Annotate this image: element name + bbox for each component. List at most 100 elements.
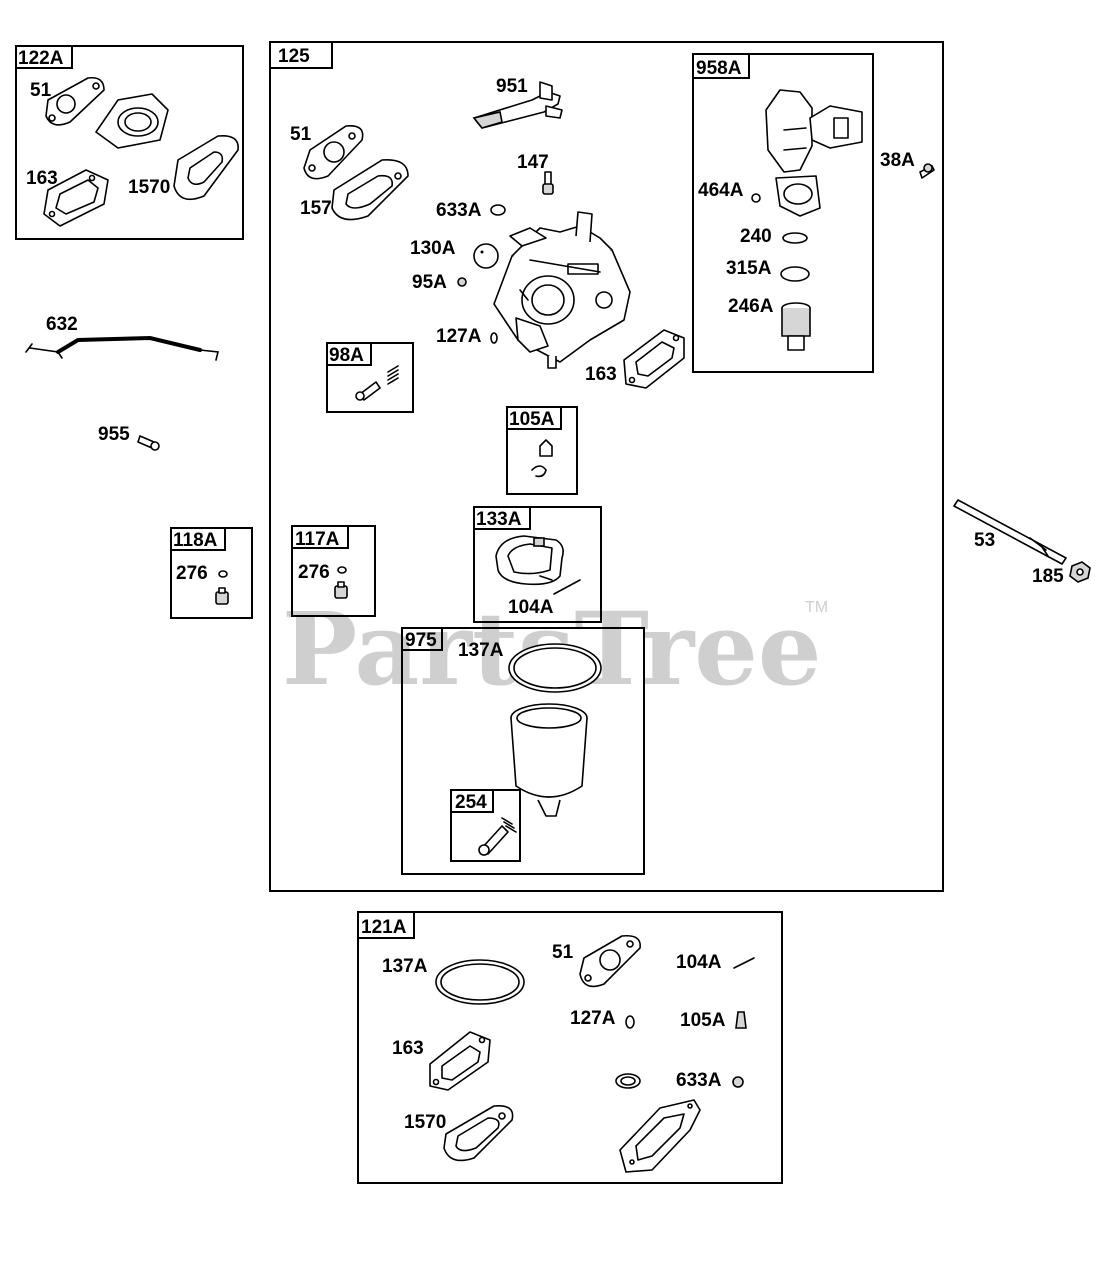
kit-958A[interactable]: 958A 464A 240 315A 246A [692,53,874,373]
oring-315A-part [780,266,810,282]
label-118A-276: 276 [176,563,208,584]
gasket-51-part [45,76,105,126]
throttle-plate-130A-part [473,243,499,269]
label-130A: 130A [410,238,456,259]
solenoid-246A-part [781,302,811,351]
label-185: 185 [1032,566,1064,587]
label-464A: 464A [698,180,744,201]
label-240: 240 [740,226,772,247]
oring-127A-part [490,332,498,344]
gasket-163-part [43,169,109,227]
assembly-125-tag: 125 [278,46,310,67]
gasket-137A-part [508,643,602,693]
jet-b-part [334,581,348,599]
label-121A-633A: 633A [676,1070,722,1091]
carburetor-body-part [493,211,631,369]
screw-955-part [137,435,160,451]
jet-part [215,587,229,605]
kit-118A-tag: 118A [173,530,218,551]
label-121A-137A: 137A [382,956,428,977]
label-1570: 1570 [300,198,342,219]
spring-98A-part [387,365,399,385]
gasket-1570-part [173,134,239,201]
kit-98A[interactable]: 98A [326,342,414,413]
washer-121A-part [615,1073,641,1089]
stud-53-part [953,499,1067,565]
label-246A: 246A [728,296,774,317]
label-315A: 315A [726,258,772,279]
pin-104A-part [553,579,581,595]
screw-38A-part [919,163,935,179]
label-95A: 95A [412,272,447,293]
watermark-trademark: TM [805,599,828,616]
label-137A: 137A [458,640,504,661]
gasket-121A-163-part [429,1031,491,1091]
gasket-1570b-part [331,159,409,221]
gasket-51b-part [303,124,364,180]
screw-254-part [478,817,517,856]
label-122A-163: 163 [26,168,58,189]
label-121A-51: 51 [552,942,574,963]
washer-240-part [782,232,808,244]
gasket-121A-51-part [579,934,641,988]
kit-121A[interactable]: 121A 137A 51 104A 127A 105A 163 [357,911,783,1184]
screw-98A-part [355,381,381,401]
label-121A-127A: 127A [570,1008,616,1029]
kit-133A[interactable]: 133A 104A [473,506,602,623]
label-127A: 127A [436,326,482,347]
choke-lever-951-part [472,81,563,129]
label-632: 632 [46,314,78,335]
label-117A-276: 276 [298,562,330,583]
gasket-163b-part [623,329,685,389]
screw-95A-part [457,277,467,287]
label-53: 53 [974,530,995,551]
label-955: 955 [98,424,130,445]
governor-link-632-part [25,335,219,361]
label-122A-51: 51 [30,80,52,101]
kit-975-tag: 975 [405,630,437,651]
kit-122A[interactable]: 122A 51 163 1570 [15,45,244,240]
label-951: 951 [496,76,528,97]
label-121A-163: 163 [392,1038,424,1059]
label-121A-105A: 105A [680,1010,726,1031]
kit-98A-tag: 98A [329,345,364,366]
spacer-633A-part [490,204,506,216]
kit-958A-tag: 958A [696,58,742,79]
label-633A: 633A [436,200,482,221]
float-133A-part [495,535,564,586]
oring-276-part [218,570,228,578]
gasket-121A-137A-part [435,959,525,1005]
label-121A-104A: 104A [676,952,722,973]
kit-105A[interactable]: 105A [506,406,578,495]
nut-185-part [1069,561,1091,583]
screw-147-part [542,171,554,195]
float-bowl-part [510,703,588,817]
kit-121A-tag: 121A [361,917,407,938]
label-121A-1570: 1570 [404,1112,446,1133]
kit-105A-tag: 105A [509,409,555,430]
label-51: 51 [290,124,312,145]
assembly-125[interactable]: 125 [269,41,944,892]
gasket-121A-1570-part [443,1104,514,1162]
fuel-shutoff-solenoid-part [765,89,863,217]
gasket-121A-carb-part [619,1099,701,1173]
label-147: 147 [517,152,549,173]
kit-254-tag: 254 [455,792,487,813]
kit-118A[interactable]: 118A 276 [170,527,253,619]
label-104A: 104A [508,597,554,618]
kit-975[interactable]: 975 137A 254 [401,627,645,875]
kit-117A-tag: 117A [295,529,340,550]
label-38A: 38A [880,150,915,171]
label-163: 163 [585,364,617,385]
oring-121A-127A-part [625,1015,635,1029]
needle-121A-105A-part [735,1011,747,1029]
washer-464A-part [751,193,761,203]
oring-276b-part [337,566,347,574]
kit-133A-tag: 133A [476,509,522,530]
needle-105A-part [531,439,553,478]
spacer-121A-633A-part [732,1076,744,1088]
kit-117A[interactable]: 117A 276 [291,525,376,617]
kit-122A-tag: 122A [18,48,64,69]
pin-121A-104A-part [733,957,755,969]
